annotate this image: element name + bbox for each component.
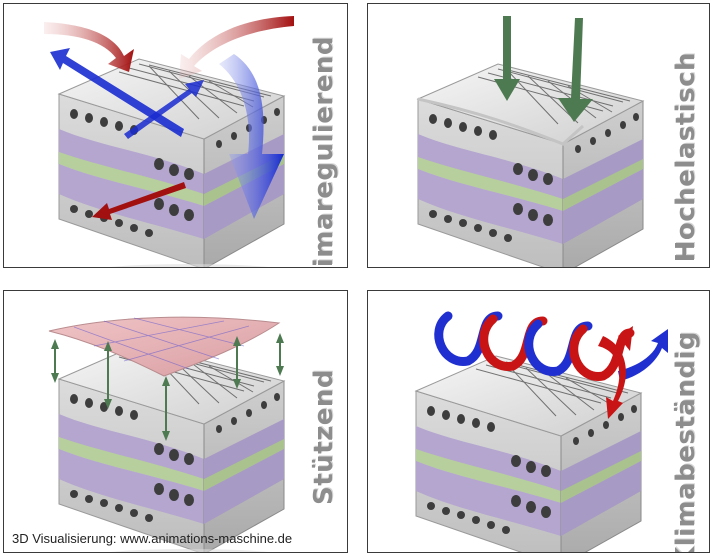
red-arrow-icon (598, 336, 626, 419)
green-arrow-icon (494, 16, 520, 101)
credit-text: 3D Visualisierung: www.animations-maschi… (12, 531, 293, 546)
blue-arrow-icon (618, 329, 668, 381)
red-arrow-icon (179, 16, 294, 79)
blue-arrow-icon (50, 48, 184, 137)
panel-klimabestaendig: Klimabeständig (367, 290, 710, 553)
panel-label: Hochelastisch (671, 52, 701, 263)
blue-arrow-icon (124, 80, 204, 139)
red-arrow-icon (44, 22, 134, 72)
panel-hochelastisch: Hochelastisch (367, 3, 710, 268)
spiral-arrows (434, 311, 635, 381)
red-arrow-icon (92, 182, 186, 220)
panel-klimaregulierend: Klimaregulierend (3, 3, 348, 268)
panel-label: Klimabeständig (671, 331, 701, 553)
foam-illustration-climate (44, 16, 300, 267)
foam-illustration-support (48, 316, 300, 552)
panel-stuetzend: Stützend 3D Visualisierung: www.animatio… (3, 290, 348, 553)
panel-label: Klimaregulierend (309, 36, 339, 268)
compression-dent (417, 97, 585, 146)
green-arrow-icon (558, 18, 593, 122)
panel-label: Stützend (309, 369, 339, 505)
blue-arrow-icon (219, 54, 284, 219)
foam-illustration-elastic (417, 16, 659, 267)
red-arrow-icon (618, 326, 633, 351)
foam-illustration-durable (415, 311, 668, 552)
green-arrow-icon (51, 333, 284, 441)
